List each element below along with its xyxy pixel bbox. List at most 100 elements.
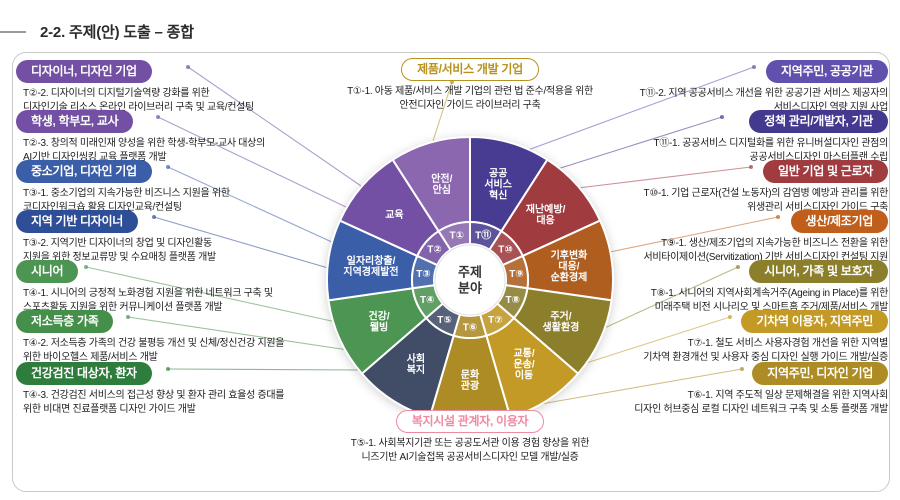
pill-row: 디자이너, 디자인 기업 xyxy=(16,60,316,83)
desc-line: T⑥-1. 지역 주도적 일상 문제해결을 위한 지역사회 xyxy=(687,390,889,401)
connector-line xyxy=(534,368,743,406)
stakeholder-block-right-3: 일반 기업 및 근로자 T⑩-1. 기업 근로자(건설 노동자)의 감염병 예방… xyxy=(588,160,888,214)
pill-row: 지역주민, 공공기관 xyxy=(588,60,888,83)
pill-row: 학생, 학부모, 교사 xyxy=(16,110,316,133)
connector-line xyxy=(577,166,752,189)
stakeholder-block-right-1: 지역주민, 공공기관 T⑪-2. 지역 공공서비스 개선을 위한 공공기관 서비… xyxy=(588,60,888,114)
desc-line: 스포츠활동 지원을 위한 커뮤니케이션 플랫폼 개발 xyxy=(23,301,223,313)
donut-number-label: T⑩ xyxy=(498,245,513,256)
stakeholder-pill: 시니어, 가족 및 보호자 xyxy=(749,260,888,283)
donut-number-label: T⑧ xyxy=(505,295,520,306)
pill-row: 기차역 이용자, 지역주민 xyxy=(588,310,888,333)
connector-dot xyxy=(776,215,780,219)
connector-line xyxy=(187,66,365,189)
donut-segment-label: 교통/운송/이동 xyxy=(513,348,534,382)
donut-number-label: T⑪ xyxy=(475,228,491,241)
pill-row: 제품/서비스 개발 기업 xyxy=(300,58,640,81)
desc-line: 디자인기술 리소스 온라인 라이브러리 구축 및 교육/컨설팅 xyxy=(23,101,254,113)
stakeholder-block-top: 제품/서비스 개발 기업 T①-1. 아동 제품/서비스 개발 기업의 관련 법… xyxy=(300,58,640,112)
stakeholder-pill: 지역주민, 공공기관 xyxy=(766,60,888,83)
pill-row: 중소기업, 디자인 기업 xyxy=(16,160,316,183)
pill-row: 시니어, 가족 및 보호자 xyxy=(588,260,888,283)
pill-row: 저소득층 가족 xyxy=(16,310,316,333)
donut-number-label: T② xyxy=(427,245,442,256)
connector-dot xyxy=(450,80,454,84)
pill-row: 생산/제조기업 xyxy=(588,210,888,233)
stakeholder-block-right-2: 정책 관리/개발자, 기관 T⑪-1. 공공서비스 디지털화를 위한 유니버설디… xyxy=(588,110,888,164)
stakeholder-pill: 기차역 이용자, 지역주민 xyxy=(741,310,888,333)
donut-number-label: T① xyxy=(449,230,464,241)
stakeholder-pill: 지역주민, 디자인 기업 xyxy=(752,362,888,385)
desc-line: T④-2. 저소득층 가족의 건강 불평등 개선 및 신체/정신건강 지원을 xyxy=(23,338,285,349)
desc-line: 기차역 환경개선 및 사용자 중심 디자인 실행 가이드 개발/실증 xyxy=(643,351,888,363)
desc-line: 니즈기반 AI기술접목 공공서비스디자인 모델 개발/실증 xyxy=(361,451,579,463)
stakeholder-block-bottom: 복지시설 관계자, 이용자 T⑤-1. 사회복지기관 또는 공공도서관 이용 경… xyxy=(290,410,650,464)
stakeholder-pill: 학생, 학부모, 교사 xyxy=(16,110,134,133)
donut-segment-label: 건강/웰빙 xyxy=(368,310,389,334)
connector-line xyxy=(85,266,337,323)
connector-dot xyxy=(752,65,756,69)
pill-row: 건강검진 대상자, 환자 xyxy=(16,362,316,385)
stakeholder-pill: 시니어 xyxy=(16,260,79,283)
connector-line xyxy=(167,166,335,244)
stakeholder-block-right-7: 지역주민, 디자인 기업 T⑥-1. 지역 주도적 일상 문제해결을 위한 지역… xyxy=(588,362,888,416)
stakeholder-block-left-5: 시니어 T④-1. 시니어의 긍정적 노화경험 지원을 위한 네트워크 구축 및… xyxy=(16,260,316,314)
pill-row: 지역주민, 디자인 기업 xyxy=(588,362,888,385)
topic-description: T②-3. 창의적 미래인재 양성을 위한 학생-학부모-교사 대상의 AI기반 … xyxy=(16,137,316,164)
donut-segment-label: 일자리창출/지역경제발전 xyxy=(343,254,398,278)
desc-line: 미래주택 비전 시나리오 및 스마트홈 주거/제품/서비스 개발 xyxy=(654,301,889,313)
stakeholder-block-right-4: 생산/제조기업 T⑨-1. 생산/제조기업의 지속가능한 비즈니스 전환을 위한… xyxy=(588,210,888,264)
desc-line: 위한 바이오헬스 제품/서비스 개발 xyxy=(23,351,158,363)
stakeholder-pill: 디자이너, 디자인 기업 xyxy=(16,60,152,83)
desc-line: T②-3. 창의적 미래인재 양성을 위한 학생-학부모-교사 대상의 xyxy=(23,138,265,149)
stakeholder-block-left-3: 중소기업, 디자인 기업 T③-1. 중소기업의 지속가능한 비즈니스 지원을 … xyxy=(16,160,316,214)
desc-line: 서비타이제이션(Servitization) 기반 서비스디자인 컨설팅 지원 xyxy=(643,251,888,263)
connector-line xyxy=(547,116,723,173)
donut-number-label: T⑦ xyxy=(488,315,503,326)
stakeholder-pill: 정책 관리/개발자, 기관 xyxy=(749,110,888,133)
desc-line: AI기반 디자인씽킹 교육 플랫폼 개발 xyxy=(23,151,167,163)
desc-line: 공공서비스디자인 마스터플랜 수립 xyxy=(749,151,889,163)
desc-line: 위생관리 서비스디자인 가이드 구축 xyxy=(747,201,888,213)
desc-line: T⑤-1. 사회복지기관 또는 공공도서관 이용 경험 향상을 위한 xyxy=(350,438,590,449)
stakeholder-block-left-6: 저소득층 가족 T④-2. 저소득층 가족의 건강 불평등 개선 및 신체/정신… xyxy=(16,310,316,364)
pill-row: 지역 기반 디자이너 xyxy=(16,210,316,233)
donut-number-label: T⑤ xyxy=(437,315,452,326)
desc-line: 코디자인워크숍 활용 디자인교육/컨설팅 xyxy=(23,201,182,213)
connector-line xyxy=(153,216,329,269)
desc-line: T①-1. 아동 제품/서비스 개발 기업의 관련 법 준수/적용을 위한 xyxy=(347,86,593,97)
connector-dot xyxy=(126,315,130,319)
desc-line: 지원을 위한 정보교류망 및 수요매칭 플랫폼 개발 xyxy=(23,251,216,263)
header-rule xyxy=(0,31,26,33)
desc-line: T⑨-1. 생산/제조기업의 지속가능한 비즈니스 전환을 위한 xyxy=(660,238,888,249)
desc-line: T②-2. 디자이너의 디지털기술역량 강화를 위한 xyxy=(23,88,210,99)
connector-dot xyxy=(84,265,88,269)
connector-dot xyxy=(728,315,732,319)
desc-line: 위한 비대면 진료플랫폼 디자인 가이드 개발 xyxy=(23,403,196,415)
connector-dot xyxy=(186,65,190,69)
connector-dot xyxy=(736,265,740,269)
desc-line: 디자인 허브중심 로컬 디자인 네트워크 구축 및 소통 플랫폼 개발 xyxy=(634,403,888,415)
desc-line: T④-1. 시니어의 긍정적 노화경험 지원을 위한 네트워크 구축 및 xyxy=(23,288,273,299)
pill-row: 복지시설 관계자, 이용자 xyxy=(290,410,650,433)
connector-dot xyxy=(740,367,744,371)
page-title: 2-2. 주제(안) 도출 – 종합 xyxy=(40,21,194,42)
stakeholder-block-left-2: 학생, 학부모, 교사 T②-3. 창의적 미래인재 양성을 위한 학생-학부모… xyxy=(16,110,316,164)
pill-row: 시니어 xyxy=(16,260,316,283)
desc-line: T⑦-1. 철도 서비스 사용자경험 개선을 위한 지역별 xyxy=(687,338,889,349)
desc-line: T⑪-1. 공공서비스 디지털화를 위한 유니버설디자인 관점의 xyxy=(653,138,889,149)
topic-description: T⑧-1. 시니어의 지역사회계속거주(Ageing in Place)를 위한… xyxy=(588,287,889,314)
